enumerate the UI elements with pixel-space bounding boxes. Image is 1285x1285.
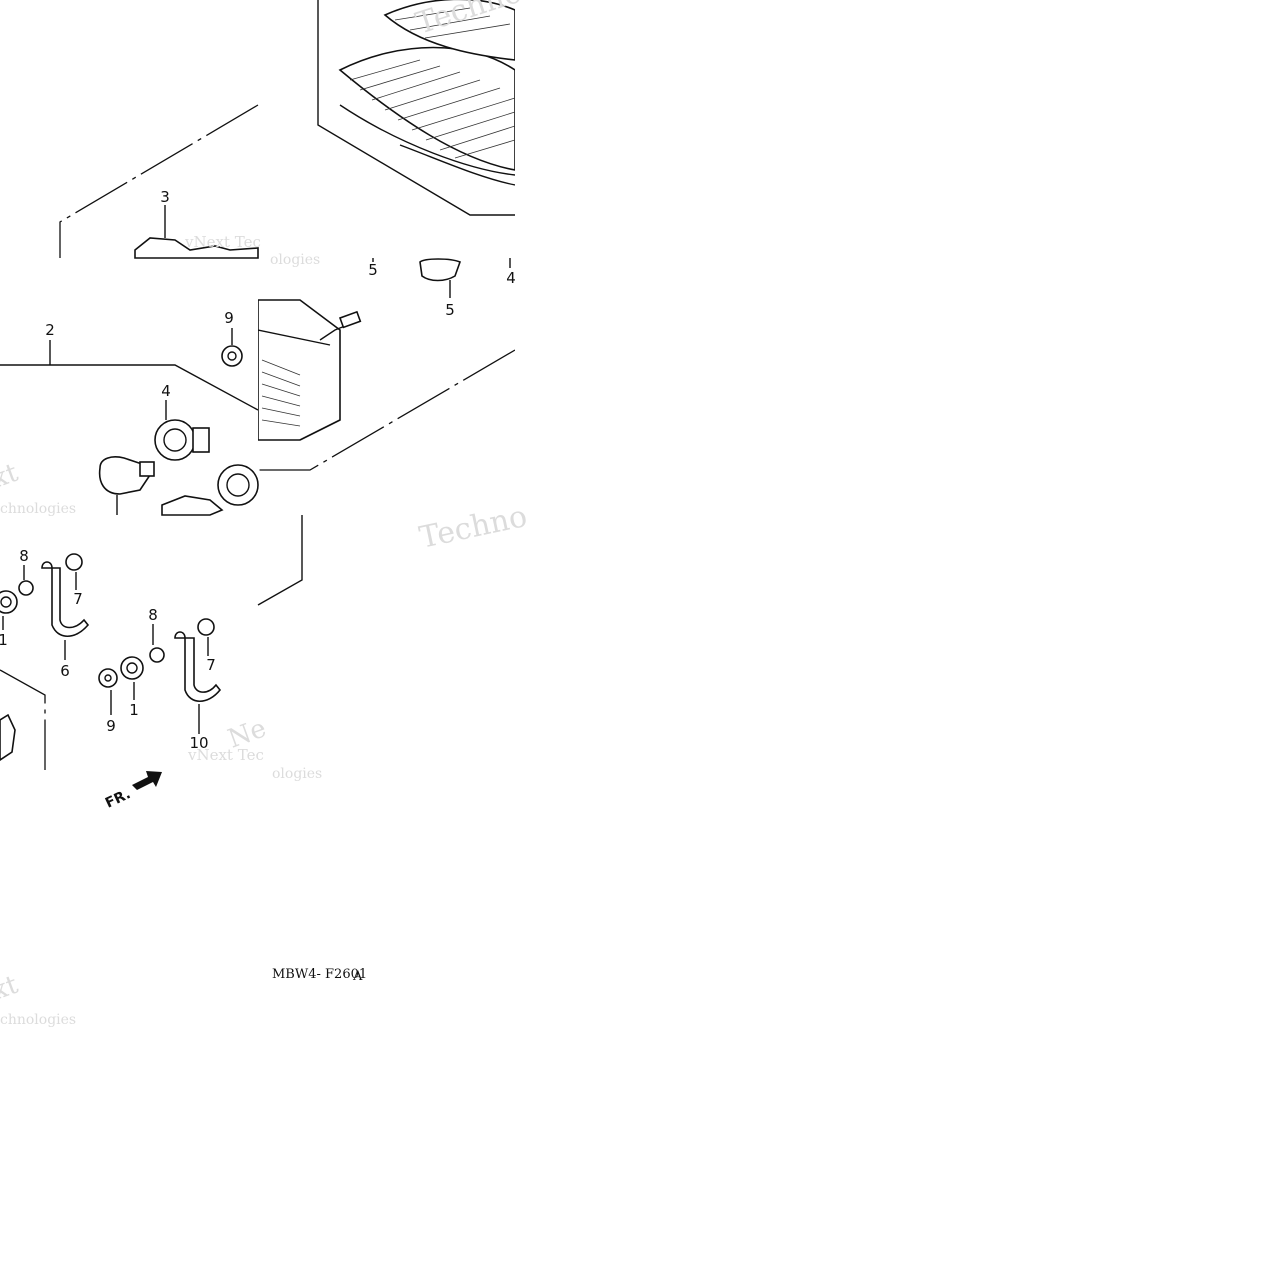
front-label: FR. <box>103 786 133 811</box>
callout-8: 8 <box>19 547 29 565</box>
callout-5: 5 <box>445 301 455 319</box>
watermark-text: vNext Tec <box>187 746 264 764</box>
watermark-text: chnologies <box>0 1012 76 1028</box>
callout-4: 4 <box>161 382 171 400</box>
watermark-text: xt <box>0 458 23 495</box>
callout-2: 2 <box>45 321 55 339</box>
callout-8: 8 <box>148 606 158 624</box>
watermark-text: ologies <box>272 766 322 782</box>
tail-light-lens <box>317 0 515 216</box>
callout-1: 1 <box>0 631 8 649</box>
figure-code: MBW4- F2601 <box>272 967 367 982</box>
callout-6: 6 <box>60 662 70 680</box>
callout-9: 9 <box>106 717 116 735</box>
callout-7: 7 <box>206 656 216 674</box>
callout-10: 10 <box>189 734 208 752</box>
watermark-text: chnologies <box>0 501 76 517</box>
watermark-text: Techno <box>416 499 530 556</box>
socket-connector-3 <box>134 205 259 259</box>
callout-3: 3 <box>160 188 170 206</box>
tail-light-housing <box>258 258 515 471</box>
callout-1: 1 <box>129 701 139 719</box>
front-direction-arrow: FR. <box>103 771 162 812</box>
callout-5: 5 <box>368 261 378 279</box>
watermark-text: vNext Tec <box>184 233 261 251</box>
watermark-text: ologies <box>270 252 320 268</box>
bulb-socket-group <box>0 328 259 516</box>
watermark-text: xt <box>0 970 23 1007</box>
figure-suffix: A <box>352 969 363 984</box>
callout-9: 9 <box>224 309 234 327</box>
callout-7: 7 <box>73 590 83 608</box>
callout-4: 4 <box>506 269 516 287</box>
upper-bracket-lines <box>59 104 259 258</box>
mounting-hardware <box>0 515 303 770</box>
